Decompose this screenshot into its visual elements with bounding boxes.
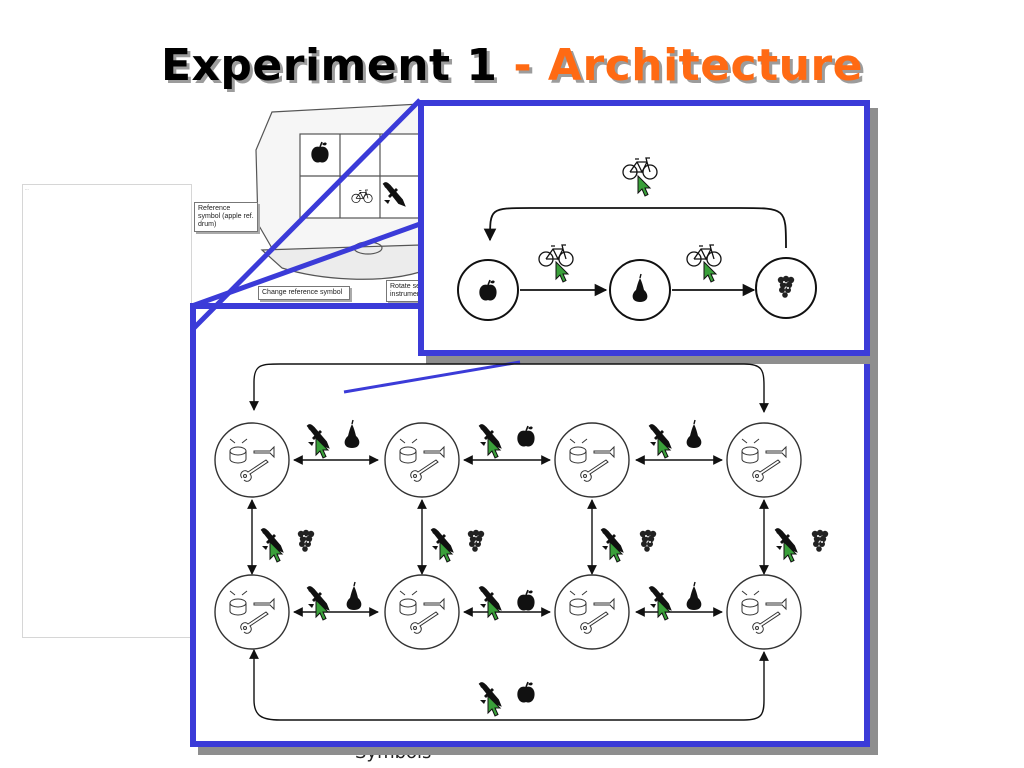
reference-symbol-callout: Reference symbol (apple ref. drum) bbox=[194, 202, 258, 232]
top-loop-arrow bbox=[249, 363, 769, 413]
state-node bbox=[384, 422, 460, 498]
state-node bbox=[554, 574, 630, 650]
pear-icon bbox=[685, 581, 703, 611]
title-dash: - bbox=[497, 40, 548, 91]
apple-icon bbox=[516, 589, 536, 612]
grapes-icon bbox=[297, 529, 315, 552]
state-node bbox=[214, 574, 290, 650]
grapes-icon bbox=[811, 529, 829, 552]
pear-icon bbox=[685, 419, 703, 449]
grapes-to-apple-arrow bbox=[483, 207, 787, 249]
state-graph bbox=[214, 363, 829, 721]
state-node bbox=[726, 574, 802, 650]
reference-cycle bbox=[457, 157, 817, 321]
title-accent: Architecture bbox=[547, 40, 864, 91]
zoom-guide-line-mid bbox=[191, 221, 421, 309]
window-caption: ... bbox=[25, 186, 29, 191]
state-graph-panel bbox=[190, 303, 870, 747]
grapes-icon bbox=[639, 529, 657, 552]
change-reference-callout: Change reference symbol bbox=[258, 286, 350, 300]
pear-icon bbox=[345, 581, 363, 611]
pear-icon bbox=[343, 419, 361, 449]
state-node bbox=[554, 422, 630, 498]
title-main: Experiment 1 bbox=[160, 40, 498, 91]
state-node bbox=[214, 422, 290, 498]
grapes-icon bbox=[467, 529, 485, 552]
apple-icon bbox=[516, 681, 536, 704]
bicycle-icon bbox=[622, 157, 658, 180]
apple-icon bbox=[516, 425, 536, 448]
bottom-loop-arrow bbox=[249, 649, 769, 721]
rotate-callout: Rotate se instrumen bbox=[386, 280, 428, 302]
zoom-guide-line-inner bbox=[343, 360, 521, 394]
slide-title: Experiment 1 - Architecture bbox=[0, 40, 1024, 91]
state-node bbox=[726, 422, 802, 498]
footer-symbols-text: Symbols bbox=[355, 742, 432, 763]
state-node bbox=[384, 574, 460, 650]
